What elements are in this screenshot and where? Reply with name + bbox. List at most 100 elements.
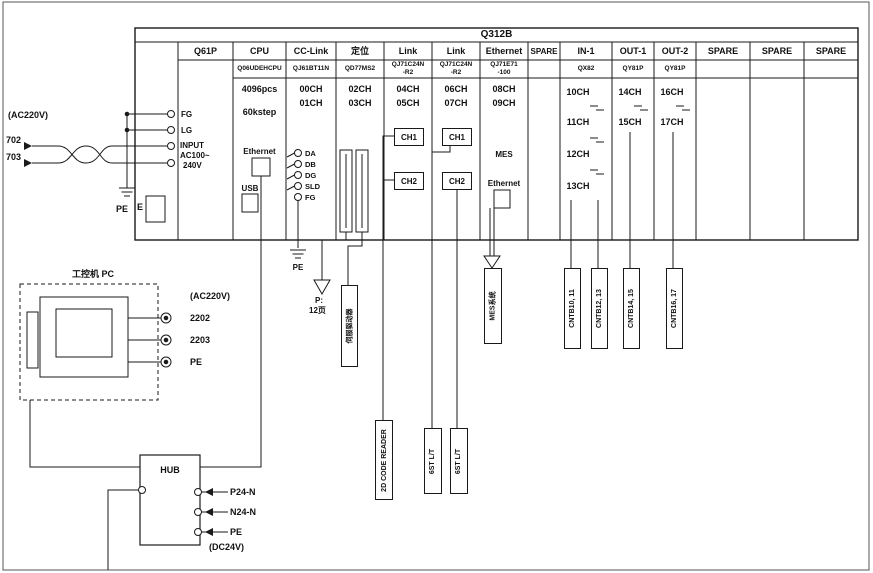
page-ref-p: P:: [315, 296, 323, 305]
servo-drive-box: 伺服驱动器: [341, 285, 358, 367]
power-input-wiring: [24, 110, 175, 223]
code-reader-box: 2D CODE READER: [375, 420, 393, 500]
cpu-usb-port-label: USB: [241, 184, 259, 193]
model-out2: QY81P: [664, 65, 686, 72]
out2-ch17: 17CH: [660, 117, 684, 127]
in1-ch10: 10CH: [566, 87, 590, 97]
model-ethernet-line2: -100: [497, 69, 511, 76]
link2-wiring: [431, 144, 458, 428]
header-ethernet: Ethernet: [485, 46, 523, 56]
input-label-line2: AC100~: [180, 151, 210, 160]
header-positioning: 定位: [350, 46, 369, 56]
power-pe-label: PE: [116, 204, 129, 214]
ac-voltage-label: (AC220V): [8, 110, 49, 120]
header-link1: Link: [398, 46, 418, 56]
lg-terminal-label: LG: [181, 126, 193, 135]
cpu-spec-steps: 60kstep: [242, 107, 277, 117]
link2-ch1-connector: CH1: [442, 128, 472, 146]
model-cclink: QJ61BT11N: [292, 65, 330, 72]
link1-ch5: 05CH: [396, 98, 420, 108]
st-device-label-1: 6ST L/T: [429, 448, 437, 474]
ethernet-ch9: 09CH: [492, 98, 516, 108]
ethernet-port-label: Ethernet: [487, 179, 521, 188]
model-cpu: Q06UDEHCPU: [237, 65, 282, 72]
page-ref-number: 12页: [309, 306, 326, 315]
cpu-ports-wiring: [200, 157, 271, 468]
pc-title-label: 工控机 PC: [72, 269, 115, 279]
ethernet-mes-wiring: [483, 189, 511, 269]
hub-n24-label: N24-N: [230, 507, 257, 517]
model-link2-line2: -R2: [450, 69, 462, 76]
model-link1-line2: -R2: [402, 69, 414, 76]
pc-pe-label: PE: [190, 357, 203, 367]
pc-wire-2203-label: 2203: [190, 335, 211, 345]
positioning-ch3: 03CH: [348, 98, 372, 108]
rack-grid: [134, 27, 859, 241]
cntb-box-12-13: CNTB12, 13: [591, 268, 608, 349]
st-device-box-2: 6ST L/T: [450, 428, 468, 494]
mes-system-box: MES系统: [484, 268, 502, 344]
earth-terminal-label: E: [137, 202, 144, 212]
pc-wire-2202-label: 2202: [190, 313, 211, 323]
link1-ch2-connector: CH2: [394, 172, 424, 190]
link2-ch6: 06CH: [444, 84, 468, 94]
pc-unit-wiring: [19, 283, 172, 468]
header-q61p: Q61P: [193, 46, 217, 56]
cntb-label-10-11: CNTB10, 11: [569, 289, 576, 328]
positioning-connectors: [313, 149, 369, 296]
model-out1: QY81P: [622, 65, 644, 72]
fg-terminal-label: FG: [181, 110, 193, 119]
cntb-label-14-15: CNTB14, 15: [628, 289, 635, 328]
cntb-label-12-13: CNTB12, 13: [596, 289, 603, 328]
header-out1: OUT-1: [619, 46, 647, 56]
cclink-ch0: 00CH: [299, 84, 323, 94]
cpu-spec-points: 4096pcs: [241, 84, 278, 94]
cclink-terminals-wiring: [286, 149, 307, 259]
link1-ch4: 04CH: [396, 84, 420, 94]
ethernet-ch8: 08CH: [492, 84, 516, 94]
model-ethernet-line1: QJ71E71: [490, 61, 518, 68]
model-link1-line1: QJ71C24N: [391, 61, 425, 68]
cclink-terminal-sld: SLD: [305, 182, 320, 191]
header-cclink: CC-Link: [293, 46, 329, 56]
input-label-line3: 240V: [183, 161, 202, 170]
code-reader-label: 2D CODE READER: [380, 428, 388, 492]
cclink-pe-label: PE: [292, 263, 304, 272]
in1-ch12: 12CH: [566, 149, 590, 159]
cclink-terminal-da: DA: [305, 149, 316, 158]
cntb-box-10-11: CNTB10, 11: [564, 268, 581, 349]
link1-wiring: [382, 135, 394, 420]
cclink-terminal-fg: FG: [305, 193, 316, 202]
cclink-terminal-db: DB: [305, 160, 316, 169]
header-link2: Link: [446, 46, 466, 56]
rack-title: Q312B: [480, 29, 513, 40]
mes-system-label: MES系统: [490, 291, 498, 321]
input-label-line1: INPUT: [180, 141, 204, 150]
header-spare-3: SPARE: [761, 46, 793, 56]
header-cpu: CPU: [249, 46, 269, 56]
st-device-label-2: 6ST L/T: [455, 448, 463, 474]
hub-pe-label: PE: [230, 527, 243, 537]
link2-ch2-connector: CH2: [442, 172, 472, 190]
wire-703-label: 703: [6, 152, 22, 162]
servo-drive-label: 伺服驱动器: [346, 308, 354, 344]
st-device-box-1: 6ST L/T: [424, 428, 442, 494]
in1-ch11: 11CH: [566, 117, 590, 127]
hub-title-label: HUB: [160, 465, 180, 475]
positioning-ch2: 02CH: [348, 84, 372, 94]
model-in1: QX82: [577, 65, 595, 72]
header-out2: OUT-2: [661, 46, 689, 56]
cntb-label-16-17: CNTB16, 17: [671, 289, 678, 328]
model-link2-line1: QJ71C24N: [439, 61, 473, 68]
pc-ac-voltage-label: (AC220V): [190, 291, 231, 301]
out2-ch16: 16CH: [660, 87, 684, 97]
header-spare-2: SPARE: [707, 46, 739, 56]
out1-ch15: 15CH: [618, 117, 642, 127]
link1-ch1-connector: CH1: [394, 128, 424, 146]
cpu-ethernet-port-label: Ethernet: [243, 147, 276, 156]
link2-ch7: 07CH: [444, 98, 468, 108]
hub-wiring: [107, 454, 228, 570]
